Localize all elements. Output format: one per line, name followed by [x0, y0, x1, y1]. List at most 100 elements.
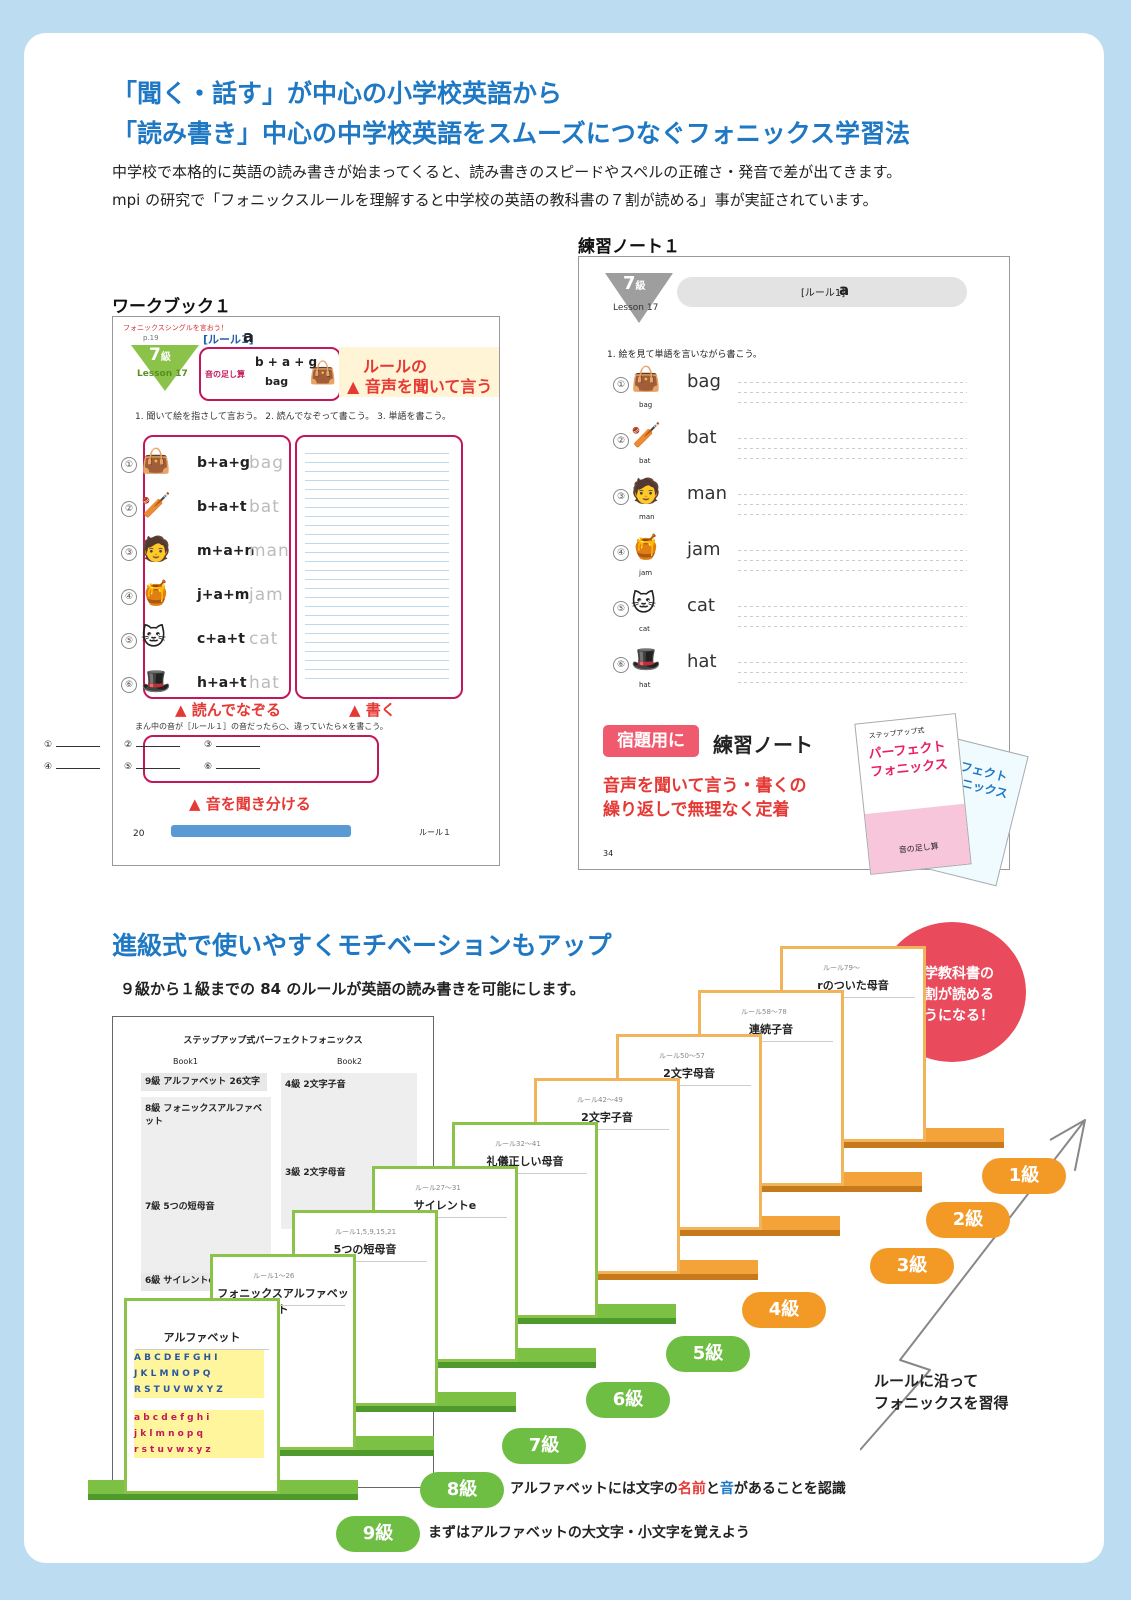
notebook-page-num: 34 — [603, 849, 614, 858]
level-pill: 5級 — [666, 1336, 750, 1372]
toc-item-8: 8級 フォニックスアルファベット — [141, 1097, 271, 1195]
stand-rules: ルール42〜49 — [577, 1096, 623, 1104]
stand-rules: ルール79〜 — [823, 964, 860, 972]
row-word: jam — [687, 539, 721, 560]
stand-rules: ルール27〜31 — [415, 1184, 461, 1192]
arrow-note-1: ルールに沿って — [874, 1372, 979, 1390]
arrow-note-2: フォニックスを習得 — [874, 1394, 1009, 1412]
notebook-page: 7級 Lesson 17 [ルール1] a 1. 絵を見て単語を言いながら書こう… — [578, 256, 1010, 870]
stand-rules: ルール1〜26 — [253, 1272, 295, 1280]
row-word: hat — [687, 651, 717, 672]
workbook-rule-tag: [ルール1] — [203, 333, 254, 346]
cat-icon: 🐱 — [141, 623, 167, 651]
workbook-row: ⑤ 🐱 c+a+t cat — [113, 619, 433, 663]
hat-icon: 🎩 — [631, 645, 661, 673]
workbook-row: ④ 🍯 j+a+m jam — [113, 575, 433, 619]
stand-rules: ルール32〜41 — [495, 1140, 541, 1148]
row-caption: man — [639, 513, 655, 521]
hat-icon: 🎩 — [141, 667, 171, 695]
stand-divider — [303, 1261, 427, 1262]
workbook-level: 7 — [149, 345, 161, 365]
row-write-lines — [735, 373, 967, 403]
jam-icon: 🍯 — [141, 579, 171, 607]
row-word: bag — [687, 371, 721, 392]
workbook-page: フォニックスシングルを言おう！ p.19 7級 Lesson 17 [ルール1]… — [112, 316, 500, 866]
stand-title: アルファベット — [163, 1331, 241, 1344]
stand-rules: ルール1,5,9,15,21 — [335, 1228, 397, 1236]
stand-title: フォニックスアルファベット — [217, 1287, 349, 1316]
answer-slot: ⑤ — [124, 762, 181, 772]
sound-sum-formula: b + a + g — [255, 355, 318, 369]
workbook-label: ワークブック１ — [112, 297, 231, 317]
row-number: ④ — [613, 545, 629, 561]
row-number: ⑤ — [121, 633, 137, 649]
notebook-rule-tag: [ルール1] — [801, 288, 846, 299]
row-word: bat — [687, 427, 717, 448]
workbook-row: ③ 🧑 m+a+n man — [113, 531, 433, 575]
intro-line-1: 中学校で本格的に英語の読み書きが始まってくると、読み書きのスピードやスペルの正確… — [112, 163, 902, 181]
row-number: ② — [613, 433, 629, 449]
notebook-instruction: 1. 絵を見て単語を言いながら書こう。 — [607, 350, 762, 360]
row-trace-word: jam — [249, 585, 284, 605]
row-word: man — [687, 483, 727, 504]
label-listen: ▲ 音を聞き分ける — [189, 795, 311, 813]
notebook-level-unit: 級 — [635, 281, 646, 292]
stand-rules: ルール58〜78 — [741, 1008, 787, 1016]
row-write-lines — [735, 541, 967, 571]
man-icon: 🧑 — [631, 477, 661, 505]
row-number: ① — [613, 377, 629, 393]
answer-slot: ② — [124, 740, 181, 750]
notebook-level-badge — [605, 273, 673, 323]
workbook-level-unit: 級 — [160, 352, 171, 363]
row-trace-word: man — [249, 541, 290, 561]
toc-item-4: 4級 2文字子音 — [281, 1073, 417, 1161]
stand-divider — [627, 1085, 751, 1086]
notebook-label: 練習ノート１ — [578, 237, 680, 257]
row-formula: m+a+n — [197, 543, 255, 559]
notebook-cover-1: ステップアップ式 パーフェクト フォニックス 音の足し算 — [854, 713, 972, 875]
bubble-line-1: 中学教科書の — [910, 966, 994, 982]
level-pill: 7級 — [502, 1428, 586, 1464]
row-caption: hat — [639, 681, 651, 689]
stand-title: 連続子音 — [749, 1023, 793, 1036]
row-formula: b+a+t — [197, 499, 247, 515]
cat-icon: 🐱 — [631, 589, 657, 617]
workbook-footer-rule: ルール１ — [419, 828, 451, 837]
row-number: ⑥ — [121, 677, 137, 693]
stand-divider — [383, 1217, 507, 1218]
level-pill: 4級 — [742, 1292, 826, 1328]
bag-icon: 👜 — [631, 365, 661, 393]
question-2: まん中の音が［ルール１］の音だったら○、違っていたら×を書こう。 — [135, 722, 388, 731]
row-write-lines — [735, 597, 967, 627]
note-level-9: まずはアルファベットの大文字・小文字を覚えよう — [428, 1525, 750, 1541]
answer-slot: ⑥ — [204, 762, 261, 772]
write-box — [295, 435, 463, 699]
level-pill: 3級 — [870, 1248, 954, 1284]
row-number: ⑤ — [613, 601, 629, 617]
bubble-line-2: ７割が読める — [910, 987, 994, 1003]
homework-title: 練習ノート — [713, 733, 813, 757]
stand-divider — [709, 1041, 833, 1042]
row-write-lines — [735, 653, 967, 683]
row-number: ③ — [613, 489, 629, 505]
notebook-row: ⑥ 🎩 hat hat — [579, 645, 999, 701]
row-trace-word: bat — [249, 497, 280, 517]
stand-title: 2文字母音 — [663, 1067, 715, 1080]
workbook-rule-letter: a — [243, 327, 254, 346]
answer-box — [143, 735, 379, 783]
toc-item-9: 9級 アルファベット 26文字 — [141, 1073, 267, 1091]
workbook-lesson: Lesson 17 — [137, 369, 188, 379]
bag-icon: 👜 — [309, 361, 337, 386]
stand-divider — [545, 1129, 669, 1130]
row-caption: bat — [639, 457, 651, 465]
row-number: ② — [121, 501, 137, 517]
homework-line-2: 繰り返しで無理なく定着 — [603, 800, 790, 820]
callout-line-2: ▲ 音声を聞いて言う — [347, 377, 493, 396]
row-trace-word: cat — [249, 629, 279, 649]
row-trace-word: bag — [249, 453, 284, 473]
row-caption: cat — [639, 625, 650, 633]
row-formula: j+a+m — [197, 587, 250, 603]
stand-title: 礼儀正しい母音 — [486, 1155, 564, 1168]
level-pill: 8級 — [420, 1472, 504, 1508]
